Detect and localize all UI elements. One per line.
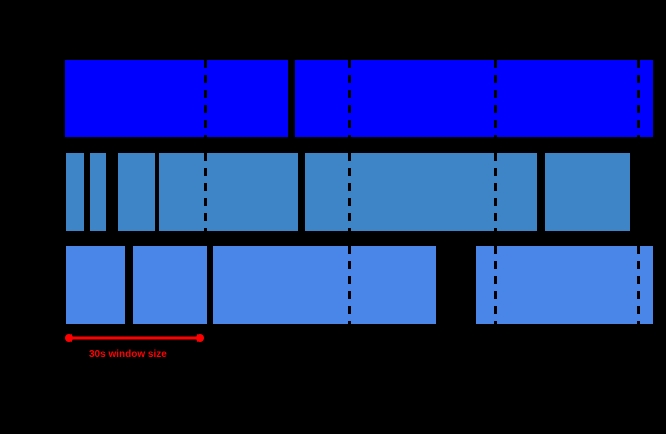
track-middle	[0, 153, 666, 231]
window-boundary-line	[347, 246, 351, 324]
segment-bar	[66, 246, 125, 324]
window-boundary-line	[636, 246, 640, 324]
segment-bar	[133, 246, 207, 324]
segment-bar	[295, 60, 653, 137]
segment-bar	[159, 153, 298, 231]
window-boundary-line	[203, 153, 207, 231]
window-boundary-line	[636, 60, 640, 137]
track-top	[0, 60, 666, 137]
window-boundary-line	[203, 60, 207, 137]
segment-bar	[90, 153, 106, 231]
segment-bar	[213, 246, 436, 324]
segment-bar	[65, 60, 288, 137]
window-size-label: 30s window size	[89, 349, 167, 360]
segment-bar	[305, 153, 537, 231]
segment-bar	[66, 153, 84, 231]
window-boundary-line	[493, 153, 497, 231]
segment-bar	[545, 153, 630, 231]
window-boundary-line	[347, 60, 351, 137]
segment-bar	[476, 246, 653, 324]
track-bottom	[0, 246, 666, 324]
window-boundary-line	[347, 153, 351, 231]
window-boundary-line	[493, 246, 497, 324]
segment-bar	[118, 153, 155, 231]
window-boundary-line	[493, 60, 497, 137]
